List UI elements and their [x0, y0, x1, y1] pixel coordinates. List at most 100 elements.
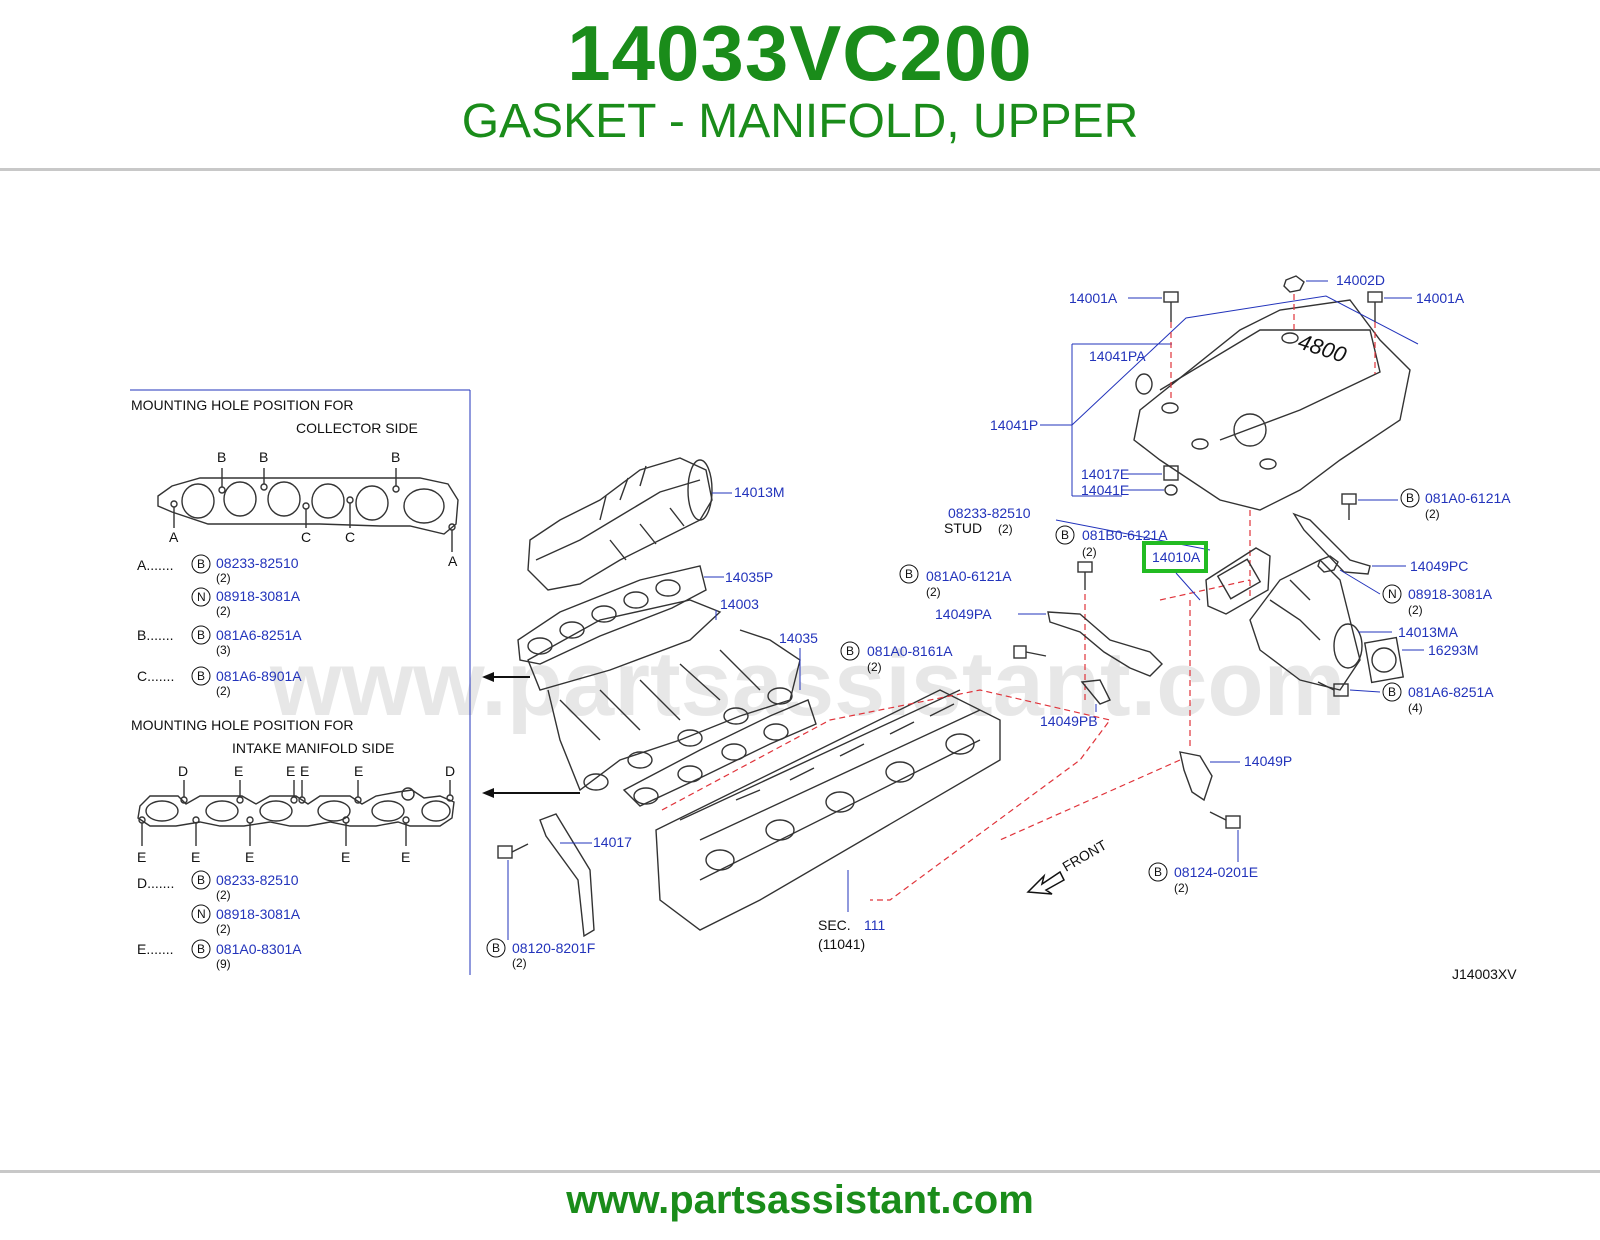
legend-row-d-pn2[interactable]: 08918-3081A — [216, 906, 301, 922]
bolt-badge-icon — [1055, 525, 1075, 545]
intake-letter-e4: E — [354, 763, 363, 779]
svg-text:(2): (2) — [216, 888, 231, 902]
bolt-badge-icon — [840, 641, 860, 661]
bracket-14049pa-drawing — [1018, 611, 1163, 677]
svg-text:(9): (9) — [216, 957, 231, 971]
legend-row-d-pn1[interactable]: 08233-82510 — [216, 872, 299, 888]
intake-gasket-drawing — [137, 780, 455, 846]
callout-14041p[interactable]: 14041P — [990, 417, 1038, 433]
bolt-08120-drawing — [497, 843, 529, 940]
callout-14049pc[interactable]: 14049PC — [1410, 558, 1468, 574]
callout-14049pa[interactable]: 14049PA — [935, 606, 992, 622]
nut-08918-3081a-icon — [1317, 555, 1381, 595]
gasket-14010a-drawing — [1205, 547, 1271, 615]
sec-subnumber: (11041) — [818, 936, 865, 952]
intake-letter-e6: E — [191, 849, 200, 865]
callout-081a6-8251a[interactable]: 081A6-8251A — [1408, 684, 1494, 700]
grommet-14017e-icon — [1128, 465, 1179, 481]
callout-08233-82510[interactable]: 08233-82510 — [948, 505, 1031, 521]
legend-row-b-prefix: B....... — [137, 627, 174, 643]
collector-letter-a1: A — [169, 529, 179, 545]
cover-bracket-line — [1071, 343, 1172, 497]
callout-081a0-6121a-mid[interactable]: 081A0-6121A — [926, 568, 1012, 584]
collector-letter-c2: C — [345, 529, 355, 545]
bolt-badge-icon — [191, 939, 211, 959]
callout-14001a-left[interactable]: 14001A — [1069, 290, 1118, 306]
intake-letter-e2: E — [286, 763, 295, 779]
collector-letter-b2: B — [259, 449, 268, 465]
legend-row-a-pn1[interactable]: 08233-82510 — [216, 555, 299, 571]
callout-14010a[interactable]: 14010A — [1152, 549, 1201, 565]
gasket-14035p-drawing — [517, 565, 724, 665]
svg-text:B: B — [197, 942, 205, 956]
footer-url[interactable]: www.partsassistant.com — [566, 1178, 1034, 1222]
callout-14049pb[interactable]: 14049PB — [1040, 713, 1098, 729]
svg-text:B: B — [197, 557, 205, 571]
collector-letter-b3: B — [391, 449, 400, 465]
diagram-code: J14003XV — [1452, 966, 1517, 982]
callout-08120-8201f[interactable]: 08120-8201F — [512, 940, 595, 956]
intake-letter-e5: E — [137, 849, 146, 865]
svg-text:(3): (3) — [216, 643, 231, 657]
callout-081a0-6121a-right[interactable]: 081A0-6121A — [1425, 490, 1511, 506]
bolt-badge-icon — [191, 625, 211, 645]
svg-text:B: B — [1388, 685, 1396, 699]
legend-row-e-pn[interactable]: 081A0-8301A — [216, 941, 302, 957]
callout-081b0-6121a[interactable]: 081B0-6121A — [1082, 527, 1168, 543]
legend-row-c-pn[interactable]: 081A6-8901A — [216, 668, 302, 684]
svg-text:B: B — [846, 644, 854, 658]
bolt-badge-icon — [486, 938, 506, 958]
legend-intake-title-1: MOUNTING HOLE POSITION FOR — [131, 717, 353, 733]
callout-14041pa[interactable]: 14041PA — [1089, 348, 1146, 364]
callout-08124-0201e[interactable]: 08124-0201E — [1174, 864, 1258, 880]
svg-text:(2): (2) — [926, 585, 941, 599]
svg-text:N: N — [197, 907, 206, 921]
watermark: www.partsassistant.com — [269, 633, 1345, 735]
callout-14013m[interactable]: 14013M — [734, 484, 785, 500]
legend-row-a-pn2[interactable]: 08918-3081A — [216, 588, 301, 604]
collector-14013ma-drawing — [1249, 559, 1392, 691]
legend-row-a-prefix: A....... — [137, 557, 174, 573]
callout-14049p[interactable]: 14049P — [1244, 753, 1292, 769]
cover-leader — [1071, 295, 1419, 426]
svg-text:(2): (2) — [216, 684, 231, 698]
callout-14013ma[interactable]: 14013MA — [1398, 624, 1459, 640]
footer-divider — [0, 1170, 1600, 1173]
callout-16293m[interactable]: 16293M — [1428, 642, 1479, 658]
assembly-dash-outline — [661, 689, 1112, 901]
bolt-14002d-icon — [1283, 275, 1328, 330]
callout-14035[interactable]: 14035 — [779, 630, 818, 646]
callout-14001a-right[interactable]: 14001A — [1416, 290, 1465, 306]
callout-14017e[interactable]: 14017E — [1081, 466, 1129, 482]
svg-text:(2): (2) — [216, 922, 231, 936]
svg-text:(2): (2) — [512, 956, 527, 970]
svg-text:B: B — [197, 628, 205, 642]
callout-14041e[interactable]: 14041E — [1081, 482, 1129, 498]
bolt-14001a-right-icon — [1367, 291, 1412, 374]
intake-letter-e3: E — [300, 763, 309, 779]
callout-14035p[interactable]: 14035P — [725, 569, 773, 585]
callout-14017[interactable]: 14017 — [593, 834, 632, 850]
legend-row-c-prefix: C....... — [137, 668, 174, 684]
svg-text:(2): (2) — [216, 571, 231, 585]
legend-collector-title-1: MOUNTING HOLE POSITION FOR — [131, 397, 353, 413]
callout-14003[interactable]: 14003 — [720, 596, 759, 612]
sec-number-link[interactable]: 111 — [864, 917, 885, 933]
legend-row-b-pn[interactable]: 081A6-8251A — [216, 627, 302, 643]
bolt-badge-icon — [191, 666, 211, 686]
intake-letter-e1: E — [234, 763, 243, 779]
svg-text:(2): (2) — [998, 522, 1013, 536]
callout-081a0-8161a[interactable]: 081A0-8161A — [867, 643, 953, 659]
bolt-081a0-8161a-icon — [1013, 645, 1047, 659]
svg-text:(2): (2) — [1425, 507, 1440, 521]
svg-text:B: B — [492, 941, 500, 955]
collector-letter-a2: A — [448, 553, 458, 569]
callout-08918-3081a[interactable]: 08918-3081A — [1408, 586, 1493, 602]
callout-14002d[interactable]: 14002D — [1336, 272, 1385, 288]
bolt-081a6-8251a-icon — [1317, 681, 1381, 697]
nut-badge-icon — [1382, 584, 1402, 604]
svg-text:B: B — [1406, 491, 1414, 505]
legend-row-d-prefix: D....... — [137, 875, 174, 891]
svg-text:(2): (2) — [1174, 881, 1189, 895]
